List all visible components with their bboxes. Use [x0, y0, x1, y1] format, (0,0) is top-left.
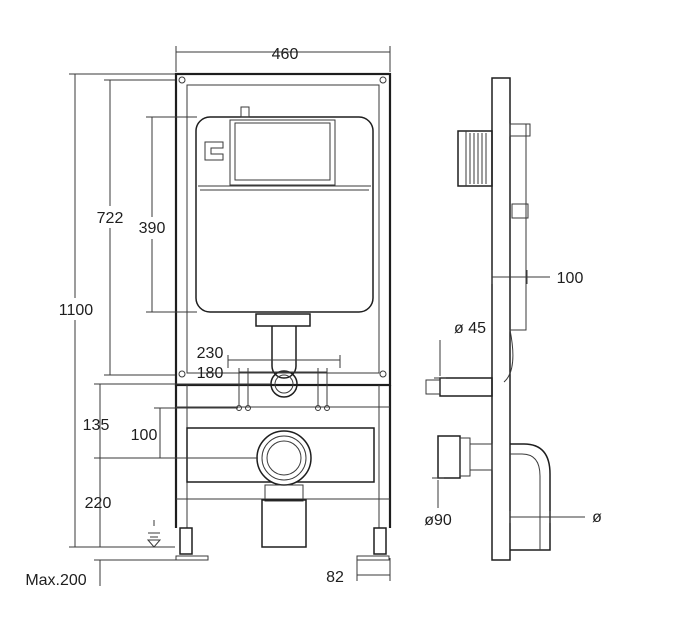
waste-pipe	[261, 499, 307, 548]
flush-outlet-outer	[270, 370, 298, 398]
foot-right	[373, 527, 387, 555]
side-cistern-top	[509, 123, 531, 137]
front-view	[146, 72, 392, 561]
side-waste-conn	[469, 443, 493, 471]
cistern-inner-panel	[234, 122, 331, 181]
waste-outlet-inner	[266, 440, 302, 476]
dim-width-460: 460	[272, 46, 299, 63]
side-waste-ring	[459, 437, 471, 477]
mount-hole-tl	[178, 76, 186, 84]
cistern-inlet-stub	[240, 106, 250, 118]
cistern-top-panel	[229, 119, 336, 186]
dim-dia-blank: ø	[592, 509, 602, 526]
bolt-3	[315, 405, 321, 411]
mount-hole-bl	[178, 370, 186, 378]
dim-max-200: Max.200	[25, 572, 86, 589]
flush-pipe-collar	[255, 313, 311, 327]
front-dimensions: 460 1100 722 390 230 180 135	[25, 46, 391, 589]
waste-pipe-neck	[264, 484, 304, 502]
dim-depth-100: 100	[557, 270, 584, 287]
mount-hole-tr	[379, 76, 387, 84]
bolt-4	[324, 405, 330, 411]
side-flush-panel	[457, 130, 493, 187]
foot-left	[179, 527, 193, 555]
dim-tank-390: 390	[139, 220, 166, 237]
dim-height-135: 135	[83, 417, 110, 434]
side-frame-post	[491, 77, 511, 561]
bolt-2	[245, 405, 251, 411]
flush-pipe	[271, 326, 297, 379]
dim-dia-90: ø90	[424, 512, 452, 529]
flush-outlet-inner	[274, 374, 294, 394]
side-waste-bend	[510, 443, 551, 551]
foot-left-pad	[175, 555, 209, 561]
side-view	[425, 77, 551, 561]
foot-right-pad	[356, 555, 390, 561]
floor-level-symbol	[146, 520, 162, 548]
dim-height-1100: 1100	[59, 302, 94, 319]
side-cistern-valve	[511, 203, 529, 219]
side-dimensions: 100 ø 45 ø90 ø	[424, 270, 602, 529]
mount-hole-br	[379, 370, 387, 378]
cistern-body	[195, 116, 374, 313]
dim-height-220: 220	[85, 495, 112, 512]
dim-foot-82: 82	[326, 569, 344, 586]
dim-height-722: 722	[97, 210, 124, 227]
dim-height-100: 100	[131, 427, 158, 444]
waste-outlet-outer	[256, 430, 312, 486]
side-waste-collar	[437, 435, 461, 479]
side-flush-pipe-cap	[425, 379, 441, 395]
dim-spacing-230: 230	[197, 345, 224, 362]
dim-spacing-180: 180	[197, 365, 224, 382]
waste-outlet-mid	[261, 435, 307, 481]
frame-inner	[186, 84, 380, 374]
frame-outer	[174, 72, 392, 387]
side-cistern	[510, 123, 527, 331]
side-flush-pipe	[439, 377, 493, 397]
cistern-inlet-valve	[204, 141, 224, 161]
dim-dia-45: ø 45	[454, 320, 486, 337]
